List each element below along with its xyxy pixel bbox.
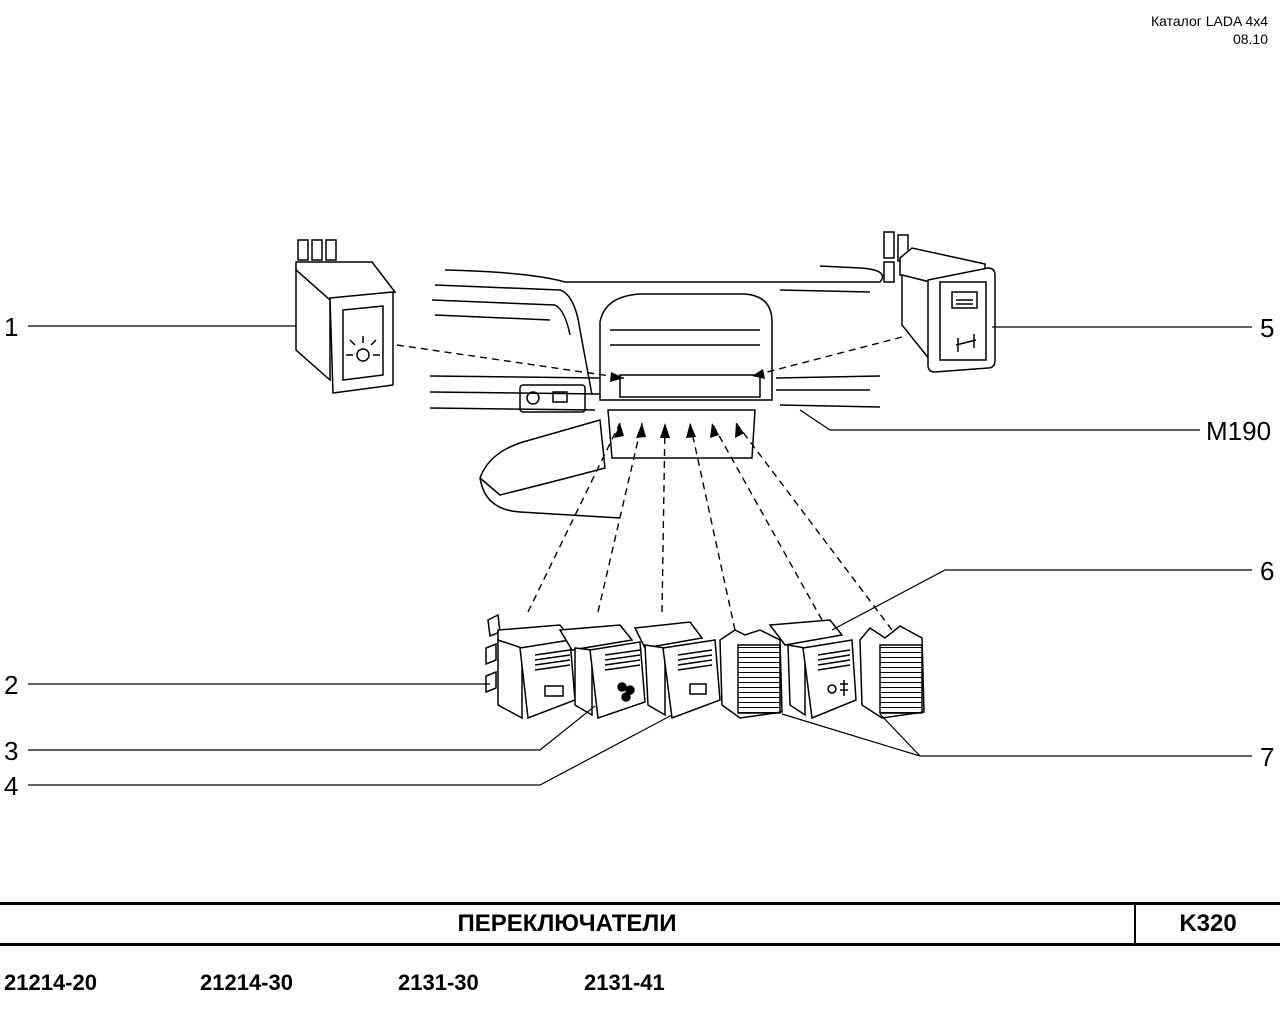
model-3: 2131-30 xyxy=(398,970,479,995)
switch-3-fan xyxy=(558,624,646,720)
callout-7: 7 xyxy=(1260,742,1275,772)
model-2: 21214-30 xyxy=(200,970,293,995)
arrow-heads xyxy=(610,369,765,438)
callout-m190: M190 xyxy=(1206,416,1272,446)
switch-7-blank-a xyxy=(719,629,783,719)
title-divider xyxy=(1134,905,1136,943)
page-code: K320 xyxy=(1179,910,1237,937)
callout-4: 4 xyxy=(4,771,19,801)
switch-row xyxy=(485,613,925,720)
dashed-arrows xyxy=(396,336,903,631)
switch-5-rear-defog xyxy=(883,231,996,373)
leader-lines xyxy=(28,325,1252,786)
dashboard-outline xyxy=(429,265,884,519)
callout-2: 2 xyxy=(4,670,19,700)
title-row: ПЕРЕКЛЮЧАТЕЛИ K320 xyxy=(0,902,1280,946)
switch-2-wiper xyxy=(485,613,576,720)
model-4: 2131-41 xyxy=(584,970,665,995)
callout-1: 1 xyxy=(4,312,19,342)
switches-diagram xyxy=(28,231,1252,786)
catalog-name: Каталог LADA 4x4 xyxy=(1150,13,1268,29)
switch-4-heater xyxy=(633,621,721,720)
switch-6-fog xyxy=(768,619,857,720)
switch-7-blank-b xyxy=(859,625,925,719)
callout-3: 3 xyxy=(4,736,19,766)
catalog-date: 08.10 xyxy=(1232,31,1268,47)
model-1: 21214-20 xyxy=(4,970,97,995)
page-title: ПЕРЕКЛЮЧАТЕЛИ xyxy=(457,910,677,937)
switch-1-light xyxy=(295,239,397,394)
catalog-header: Каталог LADA 4x4 08.10 xyxy=(1151,12,1268,48)
callout-6: 6 xyxy=(1260,556,1275,586)
callout-5: 5 xyxy=(1260,313,1275,343)
